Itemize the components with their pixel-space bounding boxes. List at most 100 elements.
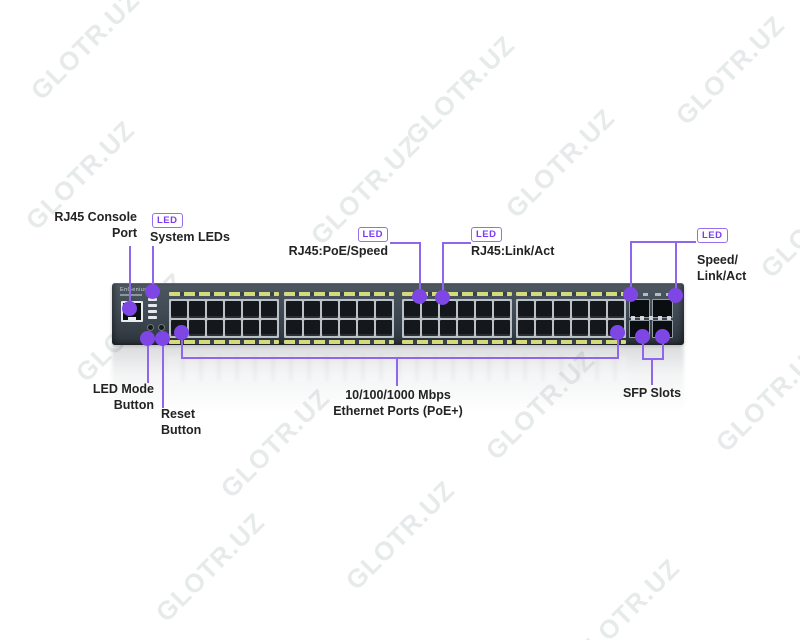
label-led-mode-button: LED Mode Button [58,381,154,413]
rj45-port [225,301,241,318]
callout-line-led-mode [147,339,149,383]
rj45-port [261,301,277,318]
rj45-port [554,319,570,336]
led-badge-speed-link-act: LED [697,228,728,243]
rj45-port [358,319,374,336]
rj45-port [572,319,588,336]
callout-line-poe-vertical [419,242,421,297]
rj45-port [554,301,570,318]
label-led-mode-line2: Button [113,398,154,412]
callout-dot-sfp-led-left [623,287,638,302]
system-led [148,304,157,307]
system-led [148,316,157,319]
rj45-port [458,319,474,336]
port-led-strip [169,340,279,344]
label-system-leds: System LEDs [150,230,230,244]
callout-line-sfpled-left [630,242,632,295]
callout-dot-system-leds [145,284,160,299]
label-reset-line1: Reset [161,407,196,421]
callout-dot-ethernet-left [174,325,189,340]
sfp-port-markings [631,316,671,320]
led-mode-button [147,324,154,331]
rj45-port [322,301,338,318]
port-led-strip [402,292,512,296]
rj45-port [322,319,338,336]
rj45-port [536,301,552,318]
callout-dot-sfp-slot-right [655,329,670,344]
port-group [284,299,394,338]
label-poe-speed: RJ45:PoE/Speed [288,244,388,258]
rj45-port [440,301,456,318]
port-led-strip [402,340,512,344]
callout-line-poe-horizontal [390,242,421,244]
label-reset-button: Reset Button [161,406,201,438]
rj45-port [494,301,510,318]
port-group [516,299,626,338]
rj45-port [340,301,356,318]
label-led-mode-line1: LED Mode [92,382,154,396]
callout-line-sfpled-bracket [630,241,696,243]
callout-line-sfp-left [642,337,644,360]
label-poe-speed-group: LED RJ45:PoE/Speed [288,224,388,259]
callout-line-linkact-vertical [442,242,444,298]
rj45-port [376,319,392,336]
callout-dot-led-mode-button [140,331,155,346]
rj45-port [225,319,241,336]
port-led-strip [516,340,626,344]
rj45-port [476,301,492,318]
rj45-port [304,319,320,336]
watermark-text: GLOTR.UZ [24,0,146,106]
watermark-text: GLOTR.UZ [399,29,521,151]
label-ethernet-line2: Ethernet Ports (PoE+) [333,404,463,418]
callout-dot-sfp-slot-left [635,329,650,344]
model-text [120,294,142,296]
watermark-text: GLOTR.UZ [754,162,800,284]
callout-line-linkact-horizontal [442,242,471,244]
port-led-strip [169,292,279,296]
rj45-port [518,301,534,318]
sfp-slot [652,299,673,318]
callout-dot-link-act-led [435,290,450,305]
rj45-port [243,301,259,318]
rj45-port [440,319,456,336]
sfp-top-label [632,293,648,296]
label-console-port: RJ45 Console Port [40,209,137,241]
rj45-port [494,319,510,336]
brand-logo: EnGenius [120,287,148,293]
rj45-port [572,301,588,318]
rj45-port [404,319,420,336]
callout-line-ethernet-bracket [181,357,619,359]
rj45-port [304,301,320,318]
system-leds [148,298,157,322]
console-port-notch [128,317,136,321]
callout-line-sfp-tick [651,358,653,385]
callout-line-reset [162,339,164,408]
led-badge-link-act: LED [471,227,502,242]
callout-line-ethernet-left [181,333,183,359]
label-system-leds-group: LED System LEDs [150,210,230,245]
label-link-act-group: LED RJ45:Link/Act [471,224,554,259]
system-led [148,310,157,313]
rj45-port [340,319,356,336]
rj45-port [608,301,624,318]
label-ethernet-ports: 10/100/1000 Mbps Ethernet Ports (PoE+) [298,387,498,419]
rj45-port [189,319,205,336]
callout-line-sfp-right [662,337,664,360]
sfp-top-label [655,293,671,296]
rj45-port [261,319,277,336]
label-reset-line2: Button [161,423,202,437]
port-led-strip [284,292,394,296]
watermark-text: GLOTR.UZ [339,474,461,596]
rj45-port [376,301,392,318]
rj45-port [358,301,374,318]
port-led-strip [284,340,394,344]
rj45-port [422,319,438,336]
rj45-port [476,319,492,336]
callout-line-ethernet-right [617,333,619,359]
label-console-line1: RJ45 Console [54,210,137,224]
rj45-port [590,319,606,336]
network-switch: EnGenius [112,283,684,345]
callout-dot-ethernet-right [610,325,625,340]
led-badge-poe-speed: LED [357,227,388,242]
callout-dot-reset-button [155,331,170,346]
